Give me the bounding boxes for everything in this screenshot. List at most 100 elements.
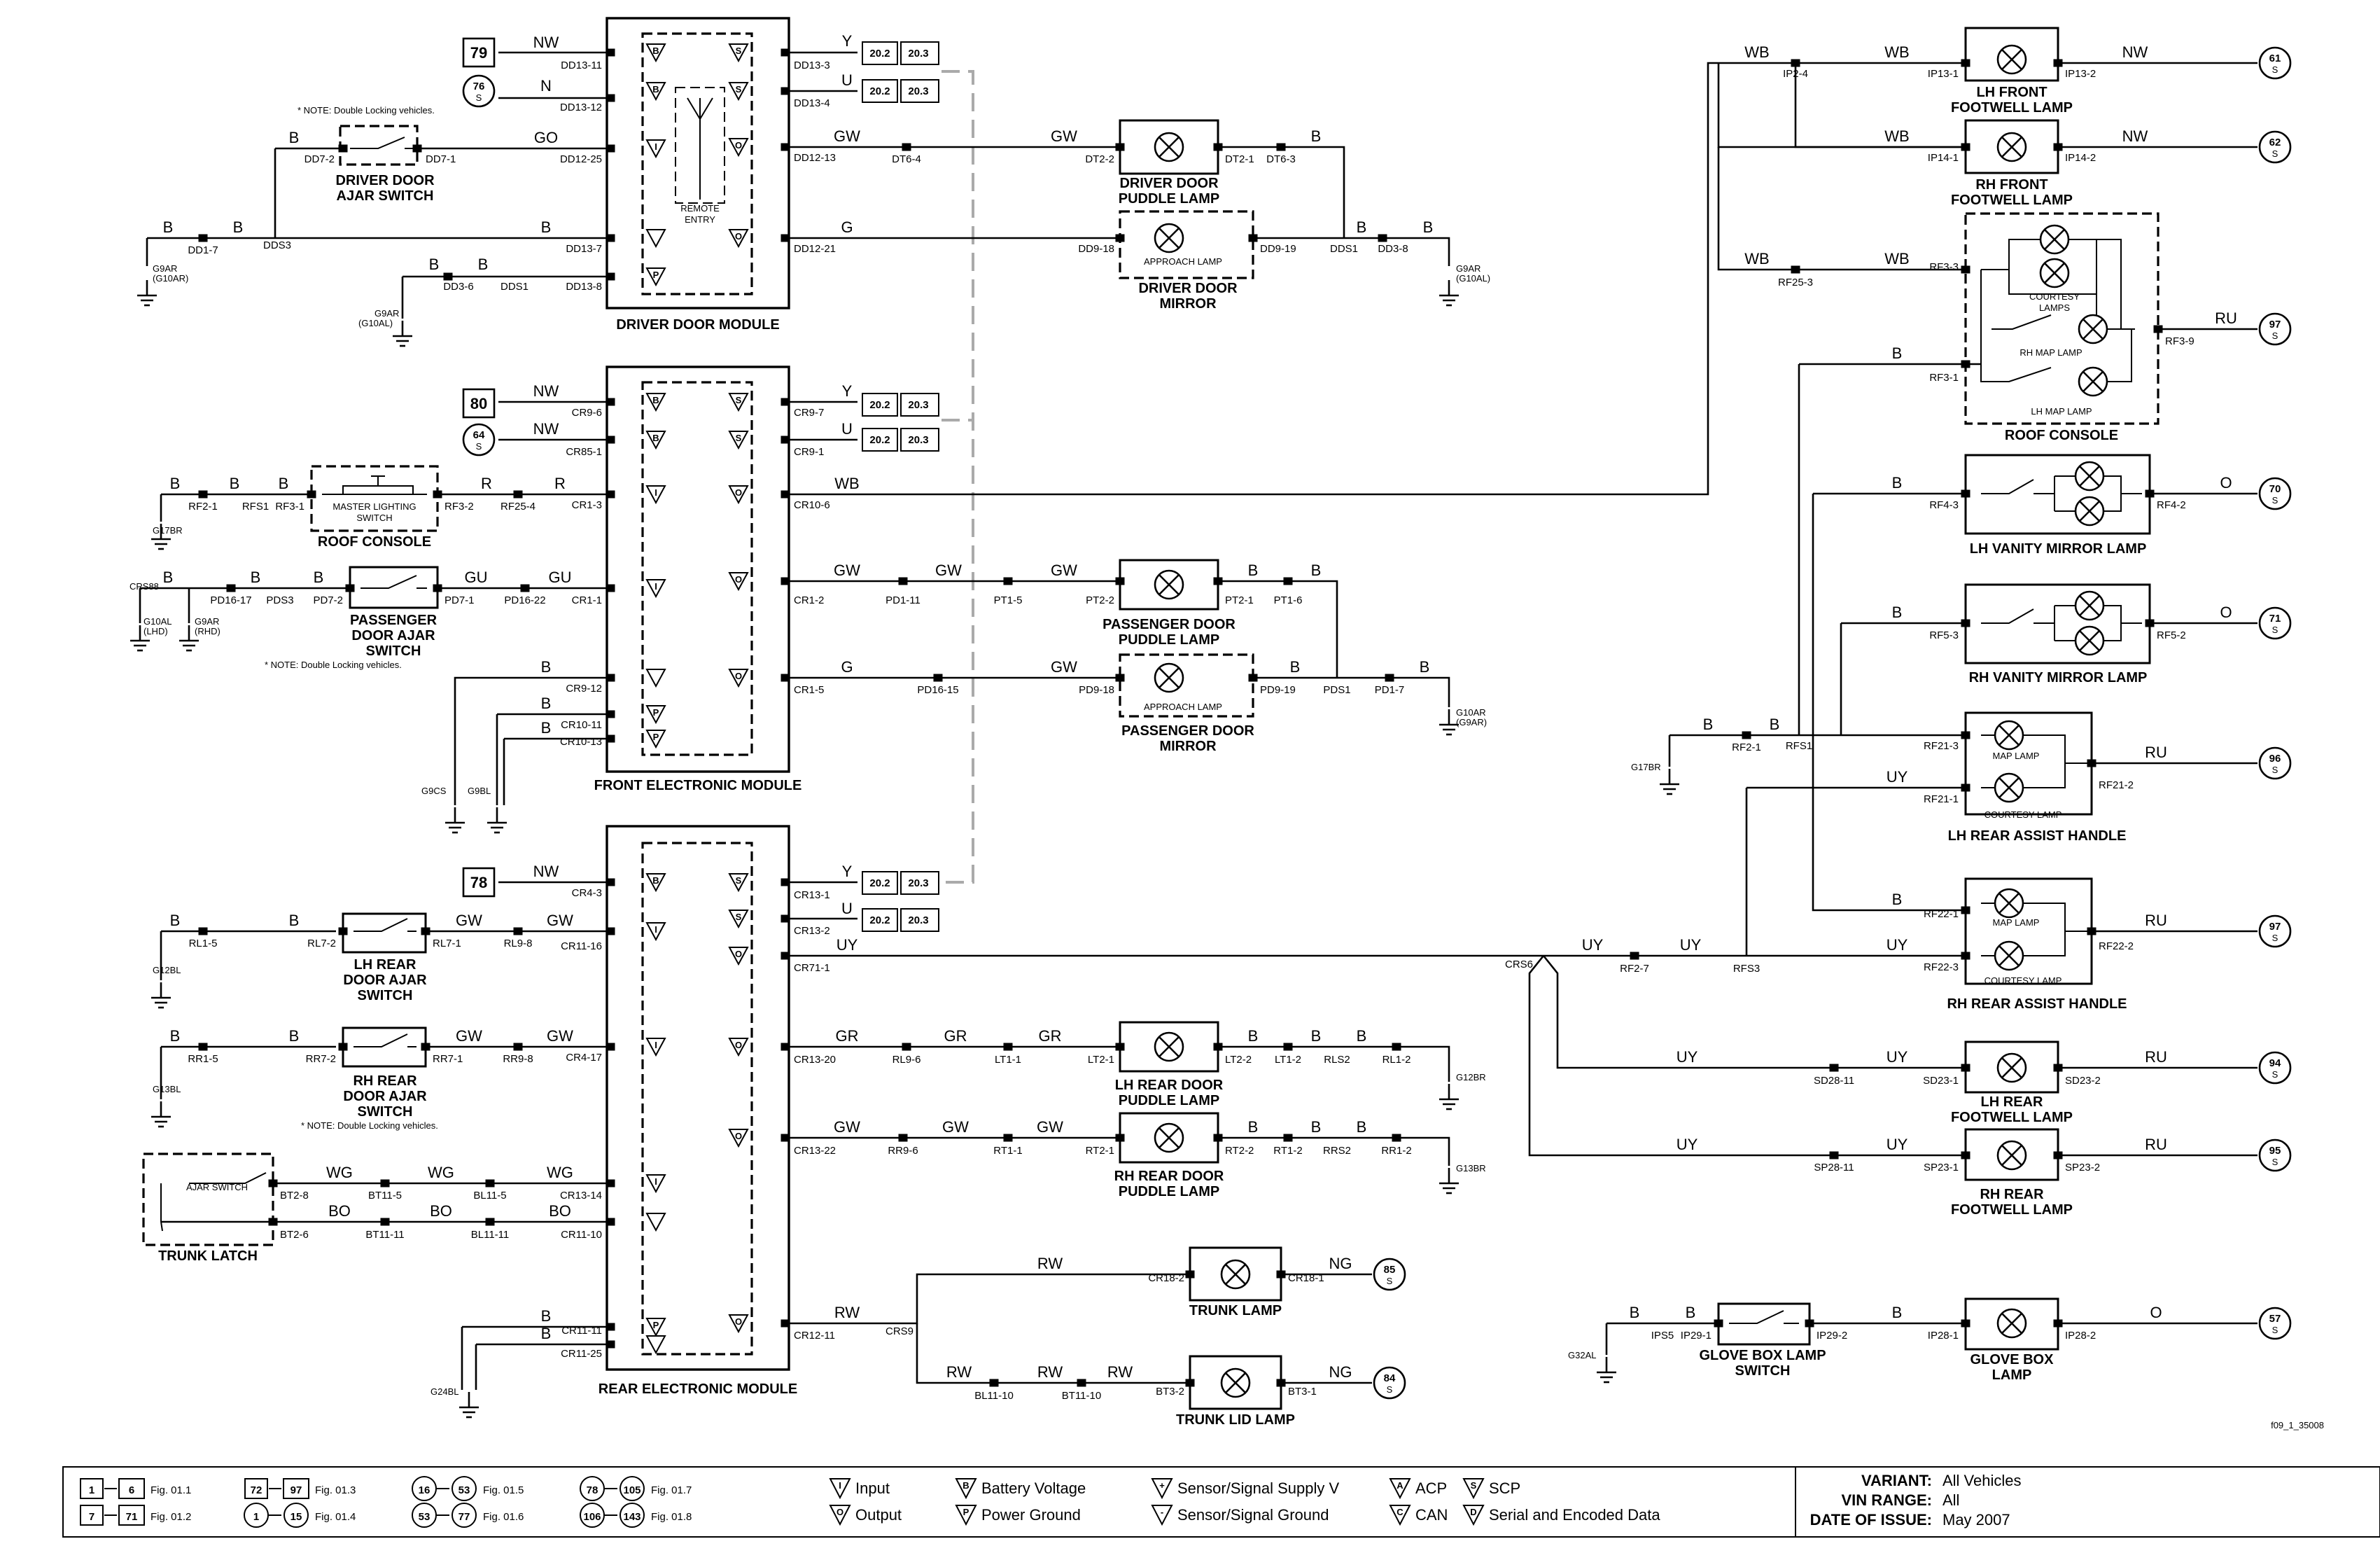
svg-text:B: B xyxy=(652,395,659,405)
connector-label: CR85-1 xyxy=(566,446,602,458)
wire-color-code: B xyxy=(163,569,174,586)
svg-text:COURTESY: COURTESY xyxy=(2029,291,2080,302)
wire-color-code: B xyxy=(541,218,552,236)
wire-color-code: UY xyxy=(1886,768,1908,786)
connector-label: PD16-17 xyxy=(210,594,251,606)
wire-color-code: GW xyxy=(834,127,860,145)
svg-text:G13BL: G13BL xyxy=(153,1084,181,1094)
wire-color-code: B xyxy=(170,912,181,929)
wire-color-code: R xyxy=(554,475,566,492)
svg-text:FOOTWELL LAMP: FOOTWELL LAMP xyxy=(1951,1202,2073,1218)
connector-label: IP13-2 xyxy=(2065,68,2096,80)
connector-label: RF22-2 xyxy=(2099,940,2134,952)
connector-pin xyxy=(513,490,523,499)
legend-symbol-text: CAN xyxy=(1415,1506,1448,1524)
connector-label: DD13-4 xyxy=(794,97,830,109)
connector-label: DT6-4 xyxy=(892,153,921,165)
connector-label: CR13-22 xyxy=(794,1145,836,1157)
connector-pin xyxy=(2145,489,2155,498)
connector-label: CR13-20 xyxy=(794,1054,836,1066)
connector-label: CR71-1 xyxy=(794,962,830,974)
svg-text:20.2: 20.2 xyxy=(869,914,890,926)
connector-pin xyxy=(2053,143,2063,151)
connector-label: CR11-10 xyxy=(561,1229,602,1241)
svg-text:DRIVER DOOR: DRIVER DOOR xyxy=(335,173,435,188)
connector-pin xyxy=(198,1043,208,1051)
connector-label: DD3-8 xyxy=(1378,243,1408,255)
connector-label: CR11-25 xyxy=(561,1348,602,1360)
connector-pin xyxy=(606,927,615,935)
connector-label: SD28-11 xyxy=(1814,1075,1854,1087)
svg-text:I: I xyxy=(654,924,657,935)
wire-color-code: U xyxy=(841,420,853,438)
wire-color-code: NW xyxy=(533,34,559,51)
svg-text:RH REAR: RH REAR xyxy=(1980,1187,2044,1202)
wire-color-code: UY xyxy=(1582,936,1604,954)
connector-pin xyxy=(1961,1151,1970,1160)
splice-label: CRS6 xyxy=(1505,959,1533,970)
connector-label: RF3-2 xyxy=(444,501,474,513)
connector-label: CR9-7 xyxy=(794,407,824,419)
connector-pin xyxy=(307,490,316,499)
connector-pin xyxy=(1805,1319,1814,1328)
wire-color-code: BO xyxy=(328,1202,351,1220)
splice-label: RLS2 xyxy=(1324,1054,1350,1066)
svg-text:I: I xyxy=(654,1176,657,1187)
connector-pin xyxy=(606,144,615,153)
connector-pin xyxy=(1961,1064,1970,1072)
connector-label: CR1-1 xyxy=(572,594,602,606)
connector-pin xyxy=(606,584,615,592)
connector-pin xyxy=(338,144,348,153)
wire-color-code: NW xyxy=(2122,127,2148,145)
wire-color-code: B xyxy=(1630,1304,1640,1321)
svg-text:20.2: 20.2 xyxy=(869,877,890,889)
legend-ref-start: 1 xyxy=(253,1511,259,1523)
connector-label: CR10-11 xyxy=(561,719,602,731)
svg-text:LH REAR ASSIST HANDLE: LH REAR ASSIST HANDLE xyxy=(1948,828,2127,844)
connector-label: PT1-5 xyxy=(994,594,1023,606)
wire-color-code: RU xyxy=(2145,1136,2167,1153)
connector-pin xyxy=(606,94,615,102)
connector-pin xyxy=(780,878,790,886)
legend-fig: Fig. 01.1 xyxy=(150,1484,191,1496)
connector-label: RF3-9 xyxy=(2165,335,2194,347)
ref-circle-70: 70 xyxy=(2269,483,2281,495)
legend-symbol-text: Input xyxy=(855,1479,890,1497)
connector-pin xyxy=(1115,1043,1125,1051)
wire-color-code: GW xyxy=(935,562,962,579)
connector-label: RF5-2 xyxy=(2157,629,2186,641)
vin-range-label: VIN RANGE: xyxy=(1841,1491,1932,1509)
connector-pin xyxy=(1248,674,1258,682)
wire-color-code: B xyxy=(1311,1118,1322,1136)
wire-color-code: WB xyxy=(1744,43,1769,61)
wire-color-code: GW xyxy=(1051,127,1077,145)
connector-label: DD7-1 xyxy=(426,153,456,165)
wire-color-code: GR xyxy=(836,1027,859,1045)
connector-pin xyxy=(606,490,615,499)
svg-text:RH REAR DOOR: RH REAR DOOR xyxy=(1114,1169,1224,1184)
svg-text:PASSENGER DOOR: PASSENGER DOOR xyxy=(1121,723,1254,739)
svg-text:PASSENGER: PASSENGER xyxy=(350,613,438,628)
connector-label: RL9-6 xyxy=(892,1054,921,1066)
connector-pin xyxy=(2153,325,2163,333)
svg-text:20.2: 20.2 xyxy=(869,434,890,446)
legend-ref-start: 78 xyxy=(587,1484,598,1496)
wire-color-code: NG xyxy=(1329,1363,1352,1381)
svg-text:AJAR SWITCH: AJAR SWITCH xyxy=(337,188,434,204)
wire-color-code: B xyxy=(541,1307,552,1325)
legend-symbol-text: Sensor/Signal Supply V xyxy=(1177,1479,1339,1497)
wire-color-code: WB xyxy=(1884,250,1909,267)
connector-pin xyxy=(1283,1043,1293,1051)
svg-text:S: S xyxy=(736,84,742,95)
connector-label: RF22-1 xyxy=(1924,908,1959,920)
legend-symbol-text: Sensor/Signal Ground xyxy=(1177,1506,1329,1524)
svg-text:COURTESY LAMP: COURTESY LAMP xyxy=(1984,975,2062,986)
connector-label: CR13-2 xyxy=(794,925,830,937)
svg-text:I: I xyxy=(654,141,657,152)
connector-pin xyxy=(1829,1064,1839,1072)
wire-color-code: U xyxy=(841,900,853,917)
svg-text:P: P xyxy=(963,1507,969,1517)
double-locking-note-2: * NOTE: Double Locking vehicles. xyxy=(265,660,402,670)
legend-ref-end: 15 xyxy=(290,1511,302,1523)
svg-text:B: B xyxy=(962,1480,969,1491)
